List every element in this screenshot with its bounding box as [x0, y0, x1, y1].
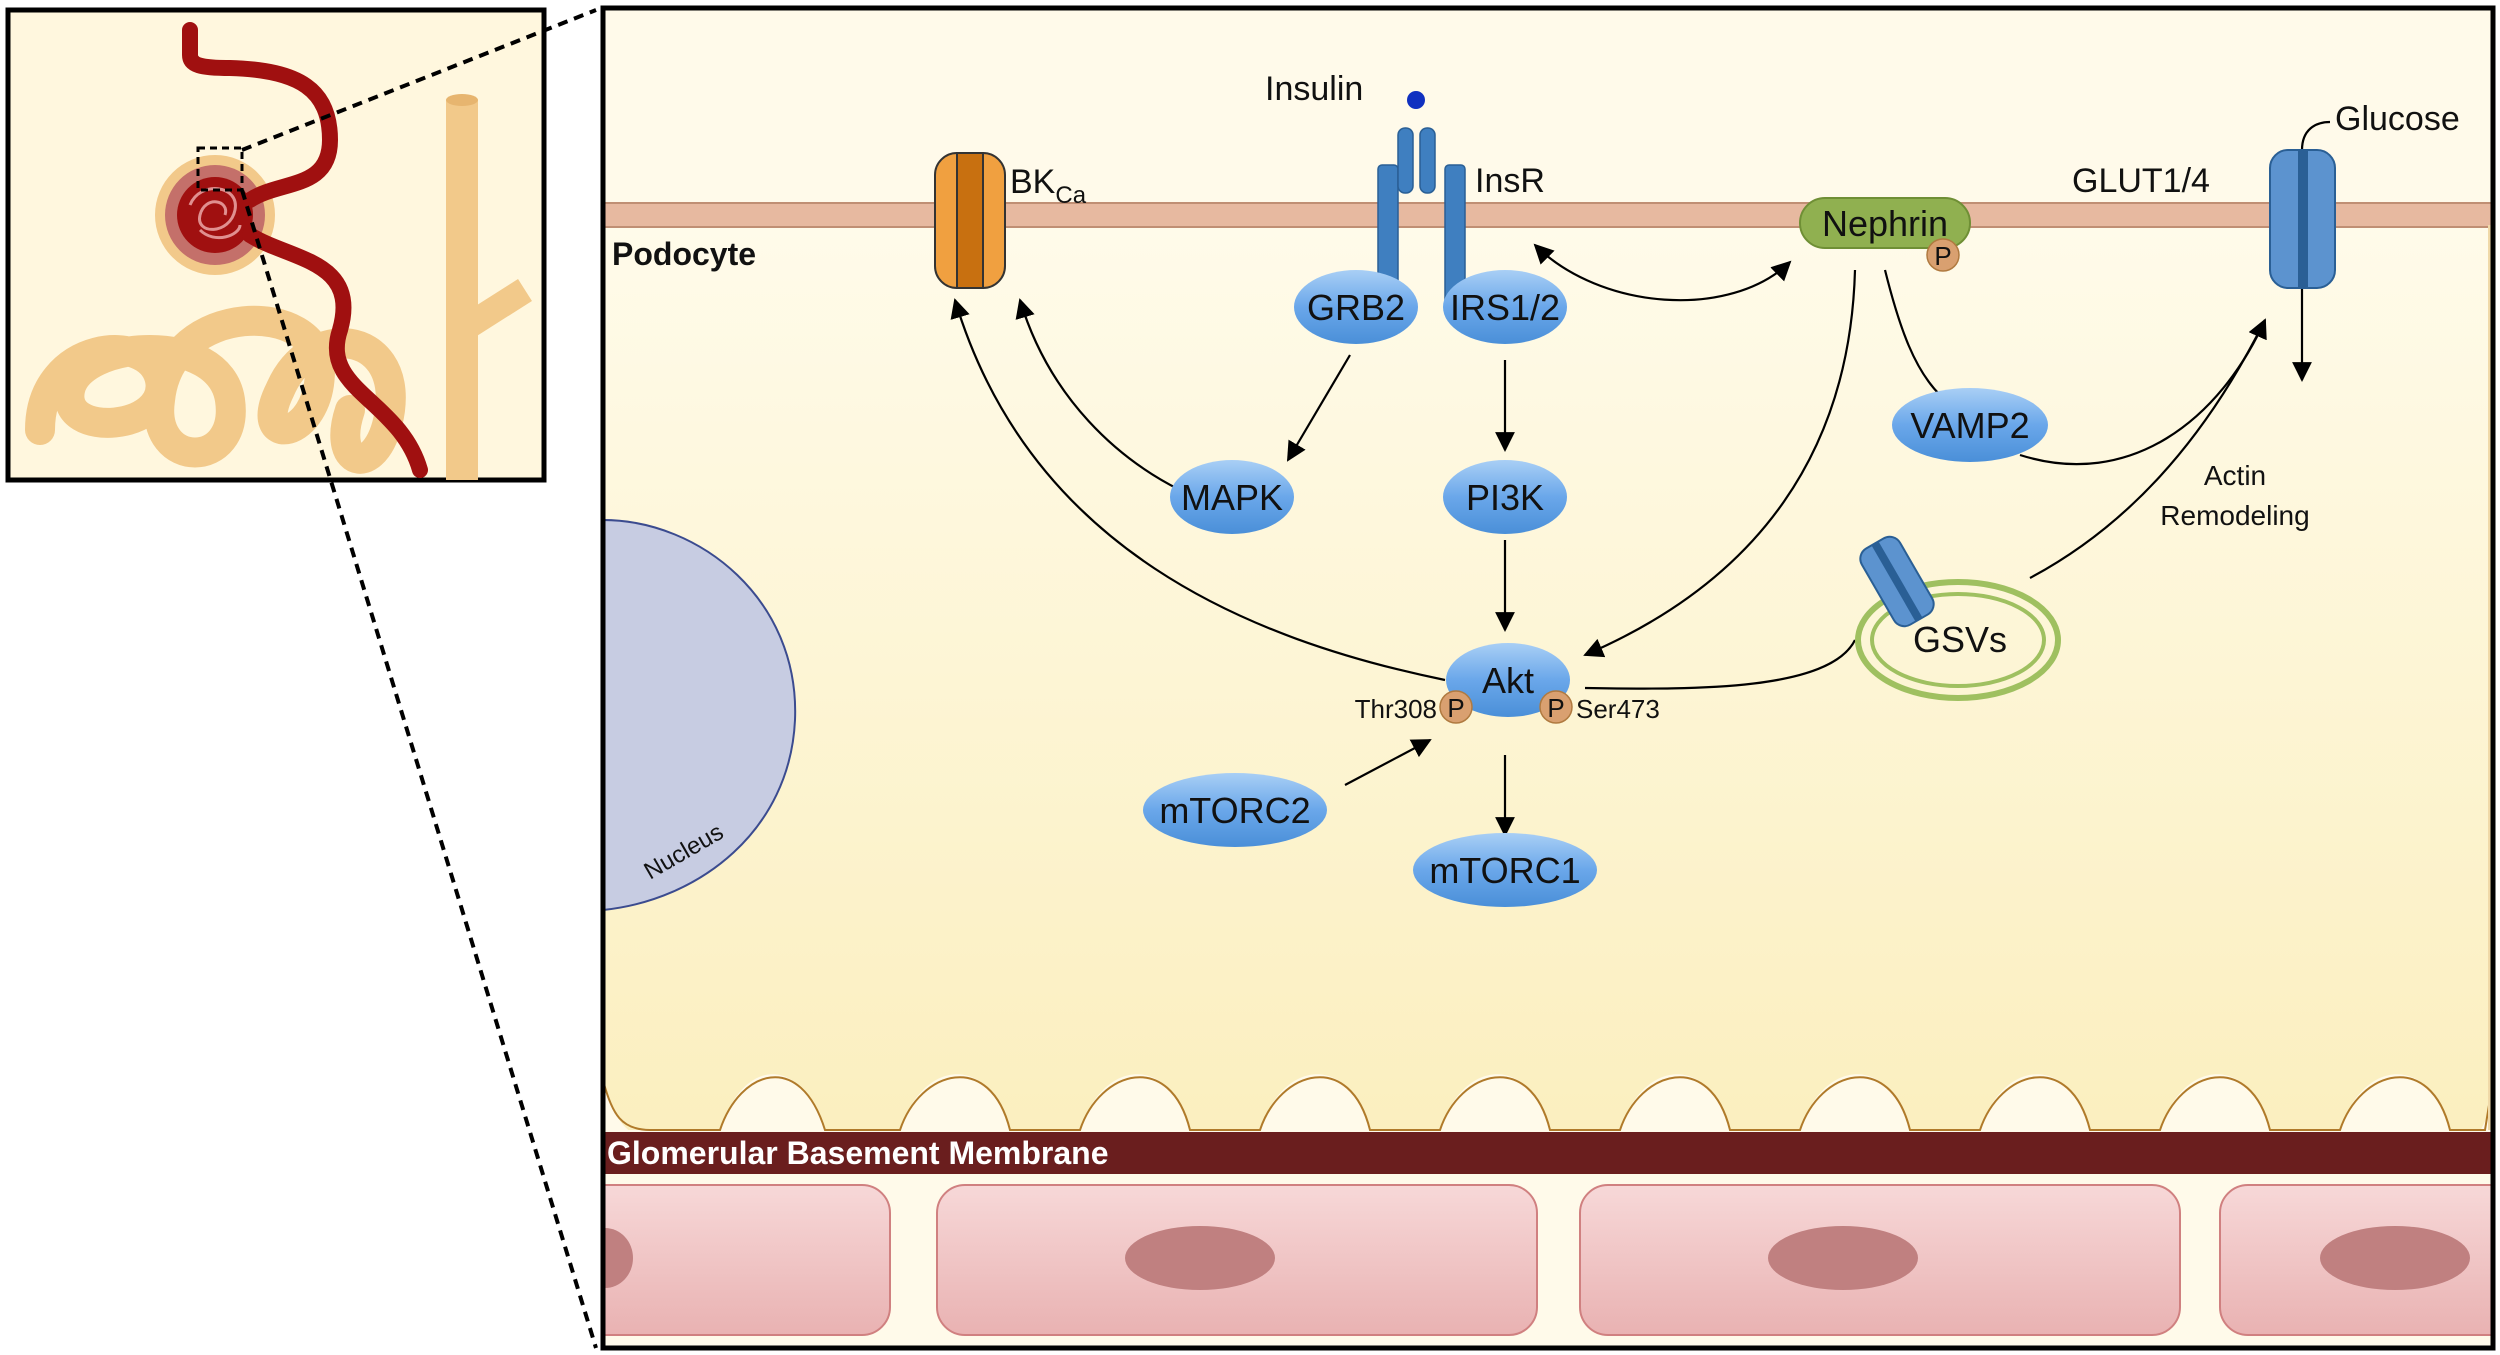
plasma-membrane	[603, 202, 2493, 228]
node-grb2: GRB2	[1294, 270, 1418, 344]
ser473-label: Ser473	[1576, 694, 1660, 724]
duct-branch	[455, 279, 532, 341]
arrow-mapk-bkca	[1015, 298, 1181, 491]
line-gsvs-actin	[2029, 319, 2266, 579]
akt-ser473-phospho: P	[1539, 690, 1573, 724]
insr-label: InsR	[1475, 162, 1545, 200]
podocyte-label: Podocyte	[612, 236, 756, 272]
mapk-label: MAPK	[1181, 477, 1283, 518]
thr308-p-label: P	[1447, 693, 1464, 723]
mtorc1-label: mTORC1	[1429, 850, 1580, 891]
node-mtorc1: mTORC1	[1413, 833, 1597, 907]
insulin-molecule	[1407, 91, 1425, 109]
arrow-grb2-mapk	[1286, 354, 1351, 462]
actin-label-line1: Actin	[2204, 460, 2266, 491]
akt-thr308-phospho: P	[1439, 690, 1473, 724]
mtorc2-label: mTORC2	[1159, 790, 1310, 831]
thr308-label: Thr308	[1355, 694, 1437, 724]
main-panel-border	[600, 5, 2496, 1351]
node-mapk: MAPK	[1170, 460, 1294, 534]
node-mtorc2: mTORC2	[1143, 773, 1327, 847]
glucose-leader	[2300, 120, 2331, 151]
nucleus	[603, 518, 797, 912]
arrow-irs-nephrin	[1533, 243, 1792, 302]
gsv-vesicle: GSVs	[1855, 535, 2061, 701]
duct-end	[446, 94, 478, 106]
nephrin: Nephrin	[1799, 197, 1971, 249]
node-vamp2: VAMP2	[1892, 388, 2048, 462]
line-nephrin-vamp2	[1883, 269, 1941, 396]
glomerular-basement-membrane	[603, 1132, 2493, 1174]
bkca-label-main: BK	[1010, 163, 1056, 201]
grb2-label: GRB2	[1307, 287, 1405, 328]
gsvs-label: GSVs	[1913, 619, 2007, 660]
endothelial-cells	[603, 1184, 2493, 1336]
node-irs: IRS1/2	[1443, 270, 1567, 344]
glut-label: GLUT1/4	[2072, 162, 2210, 200]
nephrin-label: Nephrin	[1822, 203, 1948, 244]
pi3k-label: PI3K	[1466, 477, 1544, 518]
arrow-akt-bkca	[950, 298, 1446, 682]
nephrin-phospho-label: P	[1934, 241, 1951, 271]
node-akt: Akt	[1446, 643, 1570, 717]
glut-transporter	[2269, 149, 2336, 289]
efferent-arteriole	[242, 227, 428, 478]
gsv-glut	[1859, 535, 1935, 628]
convoluted-tubule	[25, 305, 406, 474]
ser473-p-label: P	[1547, 693, 1564, 723]
arrow-mtorc2-akt	[1344, 739, 1432, 786]
akt-label: Akt	[1482, 660, 1534, 701]
actin-label-line2: Remodeling	[2160, 500, 2309, 531]
bkca-label-sub: Ca	[1055, 182, 1086, 209]
foot-processes	[603, 1076, 2493, 1131]
zoom-line-bottom	[240, 189, 598, 1349]
node-pi3k: PI3K	[1443, 460, 1567, 534]
zoom-line-top	[241, 8, 597, 152]
nephrin-phospho: P	[1926, 238, 1960, 272]
foot-process-gaps	[603, 1074, 2493, 1150]
bkca-label: BKCa	[1010, 163, 1087, 209]
zoom-box	[196, 146, 244, 192]
inset-panel	[5, 7, 547, 483]
vamp2-label: VAMP2	[1910, 405, 2029, 446]
arrow-nephrin-akt	[1583, 269, 1857, 658]
gbm-label: Glomerular Basement Membrane	[607, 1135, 1109, 1171]
bkca-channel	[934, 152, 1006, 289]
insulin-label: Insulin	[1265, 70, 1363, 108]
glucose-label: Glucose	[2335, 100, 2460, 138]
line-akt-gsvs	[1584, 639, 1856, 690]
irs-label: IRS1/2	[1450, 287, 1560, 328]
afferent-arteriole	[182, 22, 339, 208]
